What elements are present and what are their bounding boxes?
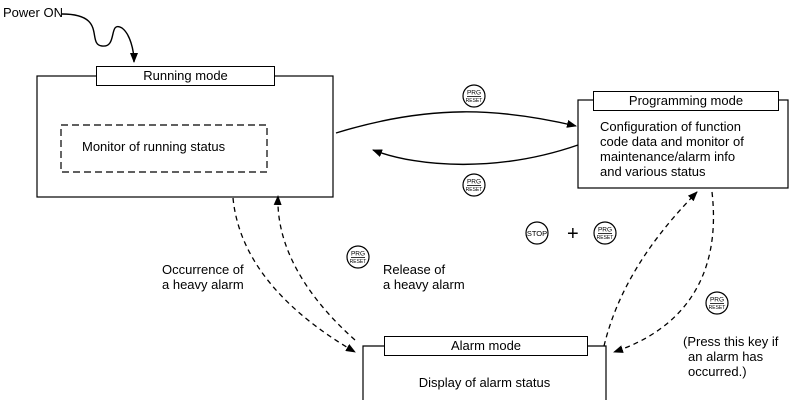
release-label-2: a heavy alarm (383, 277, 465, 292)
prg-reset-key-bottom (462, 173, 486, 197)
prg-reset-key-note (705, 291, 729, 315)
arrow-running-to-programming (335, 111, 577, 134)
occurrence-label-1: Occurrence of (162, 262, 244, 277)
press-note-1: (Press this key if (683, 334, 779, 349)
programming-desc-3: maintenance/alarm info (600, 149, 736, 164)
running-mode-box (36, 75, 334, 198)
programming-mode-title: Programming mode (593, 91, 779, 111)
plus-sign: + (567, 223, 579, 245)
stop-key-label: STOP (527, 229, 547, 238)
running-mode-title: Running mode (96, 66, 275, 86)
prg-reset-key-left (346, 245, 370, 269)
power-on-label: Power ON (3, 5, 63, 20)
monitor-label: Monitor of running status (82, 139, 226, 154)
prg-reset-key-right (593, 221, 617, 245)
prg-reset-key-top (462, 84, 486, 108)
alarm-mode-title: Alarm mode (384, 336, 588, 356)
programming-mode-box (577, 99, 789, 189)
arrow-programming-to-running (372, 144, 579, 166)
programming-desc-1: Configuration of function (600, 119, 741, 134)
stop-key: STOP (525, 221, 549, 245)
programming-desc-2: code data and monitor of (600, 134, 744, 149)
press-note-3: occurred.) (688, 364, 747, 379)
arrow-alarm-to-running (273, 195, 356, 341)
press-note-2: an alarm has (688, 349, 764, 364)
programming-desc-4: and various status (600, 164, 706, 179)
release-label-1: Release of (383, 262, 446, 277)
arrow-alarm-to-programming (603, 191, 698, 347)
occurrence-label-2: a heavy alarm (162, 277, 244, 292)
monitor-dashed-box (60, 124, 268, 173)
arrow-running-to-alarm (232, 197, 356, 353)
arrow-programming-to-alarm (613, 191, 714, 353)
power-on-arrow (61, 13, 138, 63)
alarm-description: Display of alarm status (418, 375, 551, 390)
